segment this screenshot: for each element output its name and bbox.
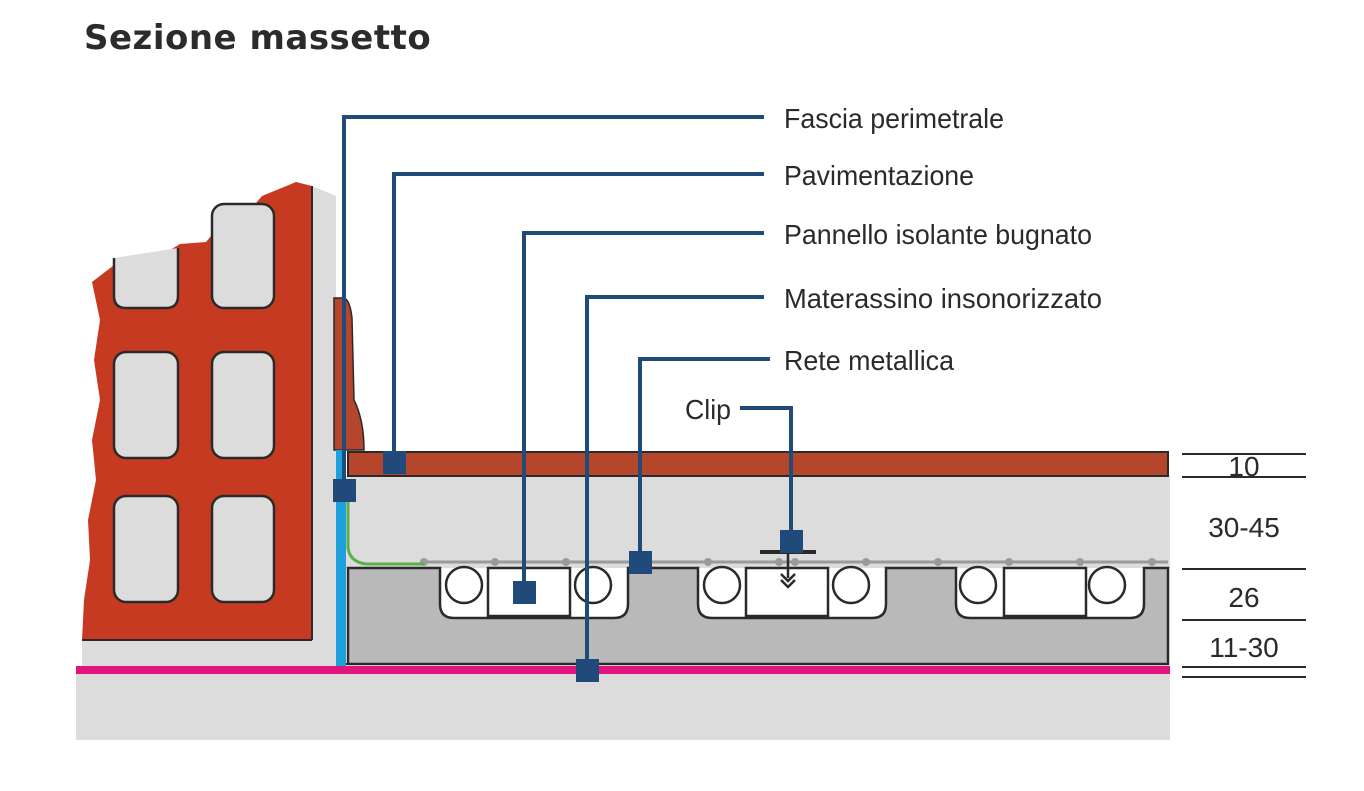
label-fascia-perimetrale: Fascia perimetrale xyxy=(784,103,1004,134)
label-rete-metallica: Rete metallica xyxy=(784,345,954,376)
leader-lines xyxy=(342,115,793,670)
dimension-massetto: 30-45 xyxy=(1208,512,1280,543)
leader-pannello xyxy=(522,231,764,592)
dimension-base: 11-30 xyxy=(1209,632,1279,663)
leader-materassino xyxy=(585,295,764,670)
leader-fascia xyxy=(342,115,764,490)
leader-rete xyxy=(638,357,770,562)
skirting-board xyxy=(333,297,365,451)
leader-markers xyxy=(333,451,803,682)
acoustic-mat xyxy=(76,666,1170,674)
leader-pavimentazione xyxy=(392,172,764,462)
edge-film xyxy=(346,500,424,566)
diagram-title: Sezione massetto xyxy=(84,18,432,58)
label-pannello-isolante-bugnato: Pannello isolante bugnato xyxy=(784,219,1092,250)
flooring-layer xyxy=(347,451,1169,477)
brick-holes xyxy=(112,202,276,604)
pipe-channels xyxy=(486,566,1088,618)
dimension-lines xyxy=(1182,453,1306,678)
label-clip: Clip xyxy=(685,394,731,425)
mesh-nodes xyxy=(420,558,1156,566)
screed-layer xyxy=(346,476,1170,568)
label-pavimentazione: Pavimentazione xyxy=(784,160,974,191)
heating-pipes xyxy=(444,565,1127,605)
perimeter-band xyxy=(336,450,346,666)
insulation-panel xyxy=(346,566,1170,666)
label-materassino-insonorizzato: Materassino insonorizzato xyxy=(784,283,1102,314)
dimension-pavimentazione: 10 xyxy=(1228,451,1259,482)
leader-clip xyxy=(740,406,793,540)
base-slab xyxy=(76,672,1170,740)
dimension-pannello: 26 xyxy=(1228,582,1259,613)
